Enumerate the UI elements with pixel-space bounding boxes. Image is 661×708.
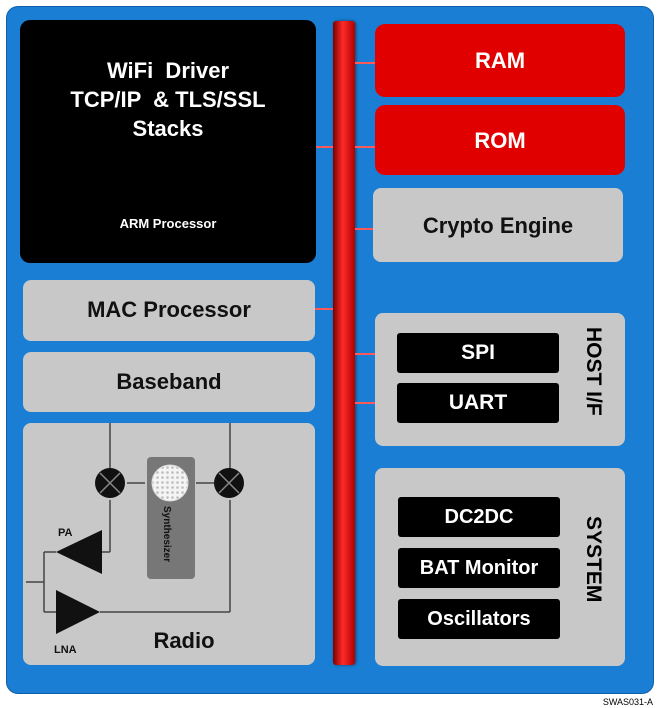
arm-processor-label: ARM Processor [119,216,217,231]
dc2dc-block: DC2DC [398,497,560,537]
rom-label: ROM [474,128,526,153]
arm-processor-block: WiFi Driver TCP/IP & TLS/SSL Stacks ARM … [20,20,316,263]
system-title: SYSTEM [582,516,605,603]
arm-line-1: WiFi Driver [106,58,230,83]
bus-connector-ram [355,62,375,64]
spi-block: SPI [397,333,559,373]
bat-monitor-block: BAT Monitor [398,548,560,588]
lna-amplifier-icon [56,590,100,634]
ram-label: RAM [474,48,526,73]
ram-block: RAM [375,24,625,97]
mac-processor-label: MAC Processor [87,297,251,322]
bus-connector-mac [315,308,333,310]
arm-line-3: Stacks [132,116,204,141]
rom-block: ROM [375,105,625,175]
baseband-block: Baseband [23,352,315,412]
arm-line-2: TCP/IP & TLS/SSL [70,87,266,112]
radio-label: Radio [153,628,215,653]
bus-connector-crypto [355,228,375,230]
mixer-left-icon [95,468,125,498]
oscillators-block: Oscillators [398,599,560,639]
pa-label: PA [58,527,73,539]
synthesizer-label: Synthesizer [161,506,172,563]
pa-amplifier-icon [56,530,102,574]
figure-id: SWAS031-A [602,697,653,707]
crypto-engine-label: Crypto Engine [422,213,574,238]
system-bus [333,21,355,665]
host-interface-title: HOST I/F [582,327,605,416]
oscillator-icon [151,464,189,502]
baseband-label: Baseband [116,369,222,394]
bus-connector-arm [316,146,333,148]
mixer-right-icon [214,468,244,498]
mac-processor-block: MAC Processor [23,280,315,341]
uart-block: UART [397,383,559,423]
lna-label: LNA [54,644,77,656]
bus-connector-rom [355,146,375,148]
crypto-engine-block: Crypto Engine [373,188,623,262]
